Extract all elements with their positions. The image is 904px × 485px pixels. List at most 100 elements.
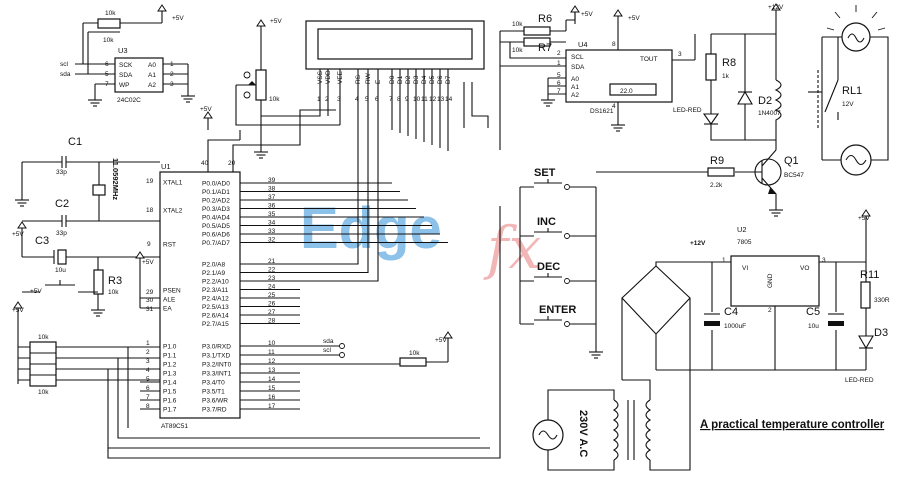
- u1-pin-number: 15: [268, 385, 276, 392]
- u1-pin-label: P2.4/A12: [202, 296, 229, 303]
- c1-ref: C1: [68, 136, 82, 148]
- svg-text:U2: U2: [737, 225, 747, 234]
- u1-pin-number: 1: [146, 340, 150, 347]
- svg-text:18: 18: [146, 207, 154, 214]
- svg-text:A0: A0: [148, 62, 156, 69]
- svg-text:31: 31: [146, 306, 154, 313]
- svg-text:sda: sda: [323, 338, 334, 345]
- svg-text:10k: 10k: [105, 10, 116, 17]
- svg-text:7805: 7805: [737, 239, 752, 246]
- u1-microcontroller: U1 AT89C51 XTAL1XTAL2RSTPSENALEEAP1.01P1…: [140, 106, 336, 430]
- svg-text:VI: VI: [742, 265, 748, 272]
- u3-left-pins: SCK SDA WP 6 5 7: [105, 61, 133, 89]
- u1-pin-label: P0.0/AD0: [202, 181, 230, 188]
- u4-pin-number: 2: [557, 50, 561, 57]
- u1-pin-number: 6: [146, 385, 150, 392]
- u1-part: AT89C51: [161, 423, 188, 430]
- svg-text:19: 19: [146, 178, 154, 185]
- button-set[interactable]: SET: [520, 167, 596, 190]
- u1-pin-label: XTAL2: [163, 208, 183, 215]
- u1-pin-number: 16: [268, 394, 276, 401]
- u1-pin-label: P2.2/A10: [202, 279, 229, 286]
- svg-text:R3: R3: [108, 275, 122, 287]
- u1-pin-label: P1.7: [163, 407, 177, 414]
- u3-sda-label: sda: [60, 71, 71, 78]
- svg-text:+5V: +5V: [12, 231, 24, 238]
- u1-pin-number: 33: [268, 228, 276, 235]
- u1-pin-number: 3: [146, 358, 150, 365]
- u1-pin-number: 24: [268, 284, 276, 291]
- lcd-pin-label: D4: [421, 75, 428, 84]
- svg-text:R9: R9: [710, 155, 724, 167]
- lcd-pin-label: D2: [405, 75, 412, 84]
- u1-pin-label: ALE: [163, 297, 176, 304]
- svg-text:2.2k: 2.2k: [710, 182, 723, 189]
- lcd-pin-labels: VSS1VDD2VEE3RS4RW5E6D07D18D29D310D411D51…: [317, 70, 453, 103]
- u1-pin-number: 25: [268, 292, 276, 299]
- u1-pin-label: P0.3/AD3: [202, 206, 230, 213]
- button-inc[interactable]: INC: [520, 216, 596, 239]
- lcd-pin-number: 12: [429, 96, 437, 103]
- u1-pin-number: 2: [146, 349, 150, 356]
- lcd-pin-number: 14: [445, 96, 453, 103]
- u1-pin-label: RST: [163, 242, 176, 249]
- u1-pin-label: P1.5: [163, 389, 177, 396]
- u4-pin-number: 7: [557, 88, 561, 95]
- svg-text:scl: scl: [323, 347, 332, 354]
- svg-text:R6: R6: [538, 13, 552, 25]
- svg-text:D2: D2: [758, 95, 772, 107]
- u3-scl-label: scl: [60, 61, 69, 68]
- crystal: [92, 184, 106, 196]
- svg-text:1N4007: 1N4007: [758, 110, 781, 117]
- u1-pin-label: P2.0/A8: [202, 262, 226, 269]
- svg-text:SCK: SCK: [119, 62, 133, 69]
- svg-text:A2: A2: [148, 82, 156, 89]
- u1-pin-label: P1.6: [163, 398, 177, 405]
- u3-ref: U3: [118, 46, 128, 55]
- u1-pin-label: PSEN: [163, 288, 181, 295]
- lcd-pin-number: 9: [405, 96, 409, 103]
- c2-ref: C2: [55, 198, 69, 210]
- u1-pin-number: 23: [268, 275, 276, 282]
- svg-text:R8: R8: [722, 57, 736, 69]
- svg-text:+5V: +5V: [435, 337, 447, 344]
- u3-eeprom: U3 24C02C SCK SDA WP 6 5 7 A0 A1 A2 1 2 …: [60, 4, 196, 107]
- push-buttons: SET INC DEC ENTER: [519, 167, 604, 359]
- lcd-pin-number: 1: [317, 96, 321, 103]
- u1-pin-number: 10: [268, 340, 276, 347]
- u1-pin-label: P2.3/A11: [202, 287, 229, 294]
- contrast-potentiometer: 10k +5V: [235, 18, 341, 159]
- svg-text:10k: 10k: [103, 37, 114, 44]
- watermark-main: Edge: [300, 196, 442, 261]
- u4-pin-label: SDA: [571, 64, 585, 71]
- u1-pin-label: P0.5/AD5: [202, 223, 230, 230]
- u1-pin-label: P3.6/WR: [202, 398, 228, 405]
- lcd-pin-number: 8: [397, 96, 401, 103]
- svg-text:10k: 10k: [108, 289, 119, 296]
- lcd-pin-label: D6: [437, 75, 444, 84]
- lcd-display: VSS1VDD2VEE3RS4RW5E6D07D18D29D310D411D51…: [305, 20, 485, 103]
- svg-text:+5V: +5V: [628, 15, 640, 22]
- svg-text:R7: R7: [538, 42, 552, 54]
- lcd-pin-number: 13: [437, 96, 445, 103]
- svg-text:3: 3: [822, 257, 826, 264]
- u1-pin-number: 21: [268, 258, 276, 265]
- u1-pin-number: 8: [146, 403, 150, 410]
- button-dec[interactable]: DEC: [520, 261, 596, 284]
- u1-pin-label: P3.5/T1: [202, 389, 225, 396]
- u1-pin-number: 14: [268, 376, 276, 383]
- u1-ref: U1: [161, 162, 171, 171]
- reset-circuit: C3 10u +5V R3 10k +5V 9: [12, 221, 160, 317]
- u4-pin-label: A2: [571, 92, 579, 99]
- svg-text:U4: U4: [578, 40, 588, 49]
- u4-pin-number: 1: [557, 60, 561, 67]
- svg-text:A1: A1: [148, 72, 156, 79]
- svg-text:1: 1: [722, 257, 726, 264]
- button-enter[interactable]: ENTER: [520, 304, 596, 327]
- ac-label: 230V A.C: [577, 410, 589, 457]
- u1-pin-label: P0.6/AD6: [202, 232, 230, 239]
- u4-pin-label: SCL: [571, 54, 584, 61]
- u1-pin-label: P3.0/RXD: [202, 344, 231, 351]
